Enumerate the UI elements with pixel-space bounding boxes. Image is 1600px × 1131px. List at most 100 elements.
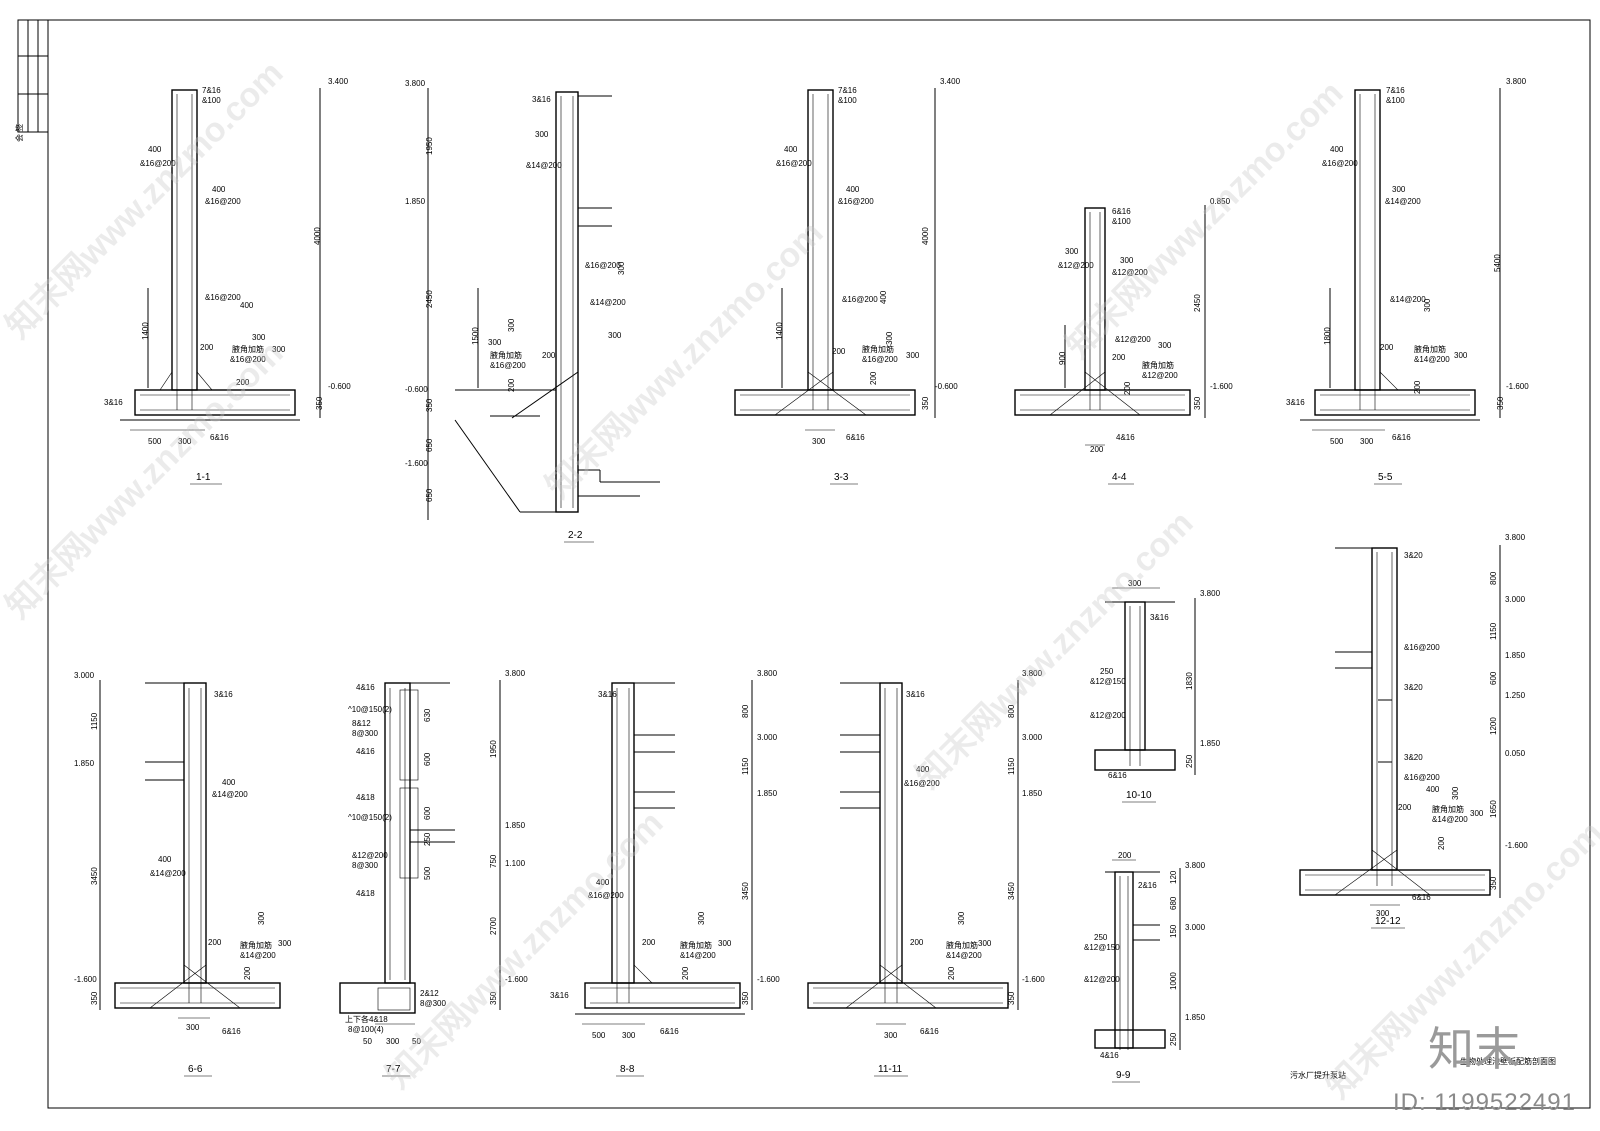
section-title-5-5: 5-5 [1378,472,1393,483]
svg-text:3&16: 3&16 [1286,398,1305,407]
svg-text:-1.600: -1.600 [505,975,528,984]
section-7-7: 7-7 4&16 ^10@150(2) 8&12 8@300 4&16 4&18… [339,669,528,1077]
svg-text:&12@200: &12@200 [1142,371,1178,380]
svg-text:1650: 1650 [1489,800,1498,818]
svg-text:6&16: 6&16 [222,1027,241,1036]
svg-text:400: 400 [846,185,860,194]
svg-text:4&16: 4&16 [356,683,375,692]
svg-text:&14@200: &14@200 [1390,295,1426,304]
svg-text:&16@200: &16@200 [842,295,878,304]
svg-text:&12@200: &12@200 [352,851,388,860]
svg-text:200: 200 [1112,353,1126,362]
svg-text:腋角加筋: 腋角加筋 [490,350,522,360]
svg-text:300: 300 [884,1031,898,1040]
svg-text:1.850: 1.850 [405,197,426,206]
svg-text:&14@200: &14@200 [680,951,716,960]
svg-text:&12@200: &12@200 [1115,335,1151,344]
svg-text:400: 400 [916,765,930,774]
svg-text:200: 200 [1437,836,1446,850]
svg-text:&14@200: &14@200 [1385,197,1421,206]
svg-text:3.000: 3.000 [1185,923,1206,932]
svg-text:&12@150: &12@150 [1084,943,1120,952]
section-10-10: 10-10 300 3.800 3&16 250 &12@150 &12@200… [1090,579,1221,803]
svg-text:&14@200: &14@200 [526,161,562,170]
svg-text:200: 200 [542,351,556,360]
svg-text:4&16: 4&16 [1116,433,1135,442]
svg-text:6&16: 6&16 [1392,433,1411,442]
svg-text:120: 120 [1169,870,1178,884]
svg-text:3&20: 3&20 [1404,753,1423,762]
section-title-4-4: 4-4 [1112,472,1127,483]
svg-text:200: 200 [1398,803,1412,812]
svg-text:&16@200: &16@200 [490,361,526,370]
svg-text:7&16: 7&16 [838,86,857,95]
svg-text:3.800: 3.800 [1185,861,1206,870]
svg-text:300: 300 [1470,809,1484,818]
svg-text:腋角加筋: 腋角加筋 [1432,804,1464,814]
svg-text:1400: 1400 [141,322,150,340]
svg-text:350: 350 [90,991,99,1005]
svg-text:3.000: 3.000 [74,671,95,680]
svg-text:300: 300 [1158,341,1172,350]
svg-text:知末网www.znzmo.com: 知末网www.znzmo.com [0,334,291,626]
svg-text:4&16: 4&16 [1100,1051,1119,1060]
svg-text:3&16: 3&16 [532,95,551,104]
svg-text:腋角加筋: 腋角加筋 [1414,344,1446,354]
svg-text:600: 600 [1489,671,1498,685]
svg-text:&16@200: &16@200 [862,355,898,364]
section-8-8: 8-8 3&16 3.800 800 3.000 1150 1.850 400 … [550,669,780,1077]
svg-text:300: 300 [978,939,992,948]
svg-text:&16@200: &16@200 [776,159,812,168]
svg-text:300: 300 [812,437,826,446]
svg-text:630: 630 [423,708,432,722]
svg-text:300: 300 [535,130,549,139]
svg-text:200: 200 [1118,851,1132,860]
svg-text:650: 650 [425,488,434,502]
svg-text:8@300: 8@300 [420,999,446,1008]
svg-text:300: 300 [1392,185,1406,194]
svg-text:500: 500 [592,1031,606,1040]
svg-text:200: 200 [236,378,250,387]
section-title-3-3: 3-3 [834,472,849,483]
svg-text:-0.600: -0.600 [935,382,958,391]
svg-text:&14@200: &14@200 [590,298,626,307]
svg-text:300: 300 [278,939,292,948]
svg-text:300: 300 [906,351,920,360]
svg-text:350: 350 [425,398,434,412]
svg-text:300: 300 [1128,579,1142,588]
svg-text:1.100: 1.100 [505,859,526,868]
svg-text:300: 300 [1065,247,1079,256]
brand-logo: 知末 [1428,1022,1520,1076]
svg-text:-1.600: -1.600 [74,975,97,984]
titleblock-label: 会 签 [14,124,24,142]
svg-text:300: 300 [252,333,266,342]
svg-text:&16@200: &16@200 [838,197,874,206]
svg-text:6&16: 6&16 [660,1027,679,1036]
svg-text:&12@200: &12@200 [1084,975,1120,984]
svg-text:^10@150(2): ^10@150(2) [348,813,392,822]
svg-text:6&16: 6&16 [1112,207,1131,216]
svg-text:&12@200: &12@200 [1112,268,1148,277]
section-1-1: 1-1 7&16 &100 400 &16@200 400 &16@200 &1… [104,77,351,485]
svg-text:300: 300 [1451,786,1460,800]
svg-text:300: 300 [697,911,706,925]
svg-text:腋角加筋: 腋角加筋 [232,344,264,354]
svg-text:3.800: 3.800 [1506,77,1527,86]
sheet-title: 生物处理池壁板配筋剖面图 [1460,1056,1556,1066]
svg-text:1830: 1830 [1185,672,1194,690]
svg-text:1.850: 1.850 [505,821,526,830]
svg-text:-0.600: -0.600 [328,382,351,391]
svg-text:1200: 1200 [1489,717,1498,735]
svg-text:&16@200: &16@200 [1404,643,1440,652]
svg-text:4000: 4000 [313,227,322,245]
section-title-1-1: 1-1 [196,472,211,483]
section-2-2: 2-2 3.800 3&16 300 &14@200 1950 1.850 &1… [405,79,660,543]
svg-text:300: 300 [186,1023,200,1032]
svg-text:&16@200: &16@200 [1322,159,1358,168]
svg-text:300: 300 [885,331,894,345]
svg-text:350: 350 [1496,396,1505,410]
svg-text:350: 350 [1489,876,1498,890]
svg-text:3.000: 3.000 [1505,595,1526,604]
svg-text:&14@200: &14@200 [1432,815,1468,824]
svg-text:-1.600: -1.600 [405,459,428,468]
